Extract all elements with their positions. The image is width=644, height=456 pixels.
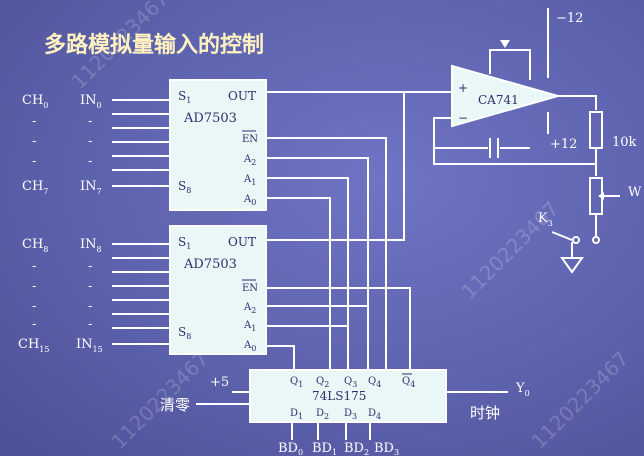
in0-label: IN0 [80, 93, 102, 110]
mux2-out: OUT [228, 235, 256, 249]
svg-text:-: - [88, 299, 92, 314]
top-input-lines [112, 99, 170, 187]
latch-name: 74LS175 [312, 389, 366, 403]
mux2-name: AD7503 [183, 257, 237, 272]
svg-text:-: - [88, 114, 92, 129]
ch7-label: CH7 [22, 179, 48, 196]
switch-label: K3 [538, 211, 553, 228]
mux1-a0: A0 [243, 194, 256, 207]
pot-label: W [628, 185, 642, 200]
mux1-en: EN [242, 134, 258, 145]
clear-label: 清零 [160, 396, 190, 414]
mux2-chip [169, 225, 267, 355]
bus-bd1: BD1 [312, 441, 337, 456]
offset-wire [489, 49, 531, 80]
latch-chip [249, 369, 447, 423]
svg-text:-: - [32, 134, 36, 149]
opamp-output [558, 95, 597, 110]
bus-bd3: BD3 [374, 441, 399, 456]
bottom-dots: - - - - - - - - [32, 259, 92, 332]
bus-bd0: BD0 [278, 441, 303, 456]
opamp-plus: + [458, 81, 468, 95]
mux1-name: AD7503 [183, 111, 237, 126]
svg-text:-: - [32, 114, 36, 129]
pos-supply-label: +12 [550, 137, 577, 152]
mux2-s1: S1 [178, 235, 191, 251]
slide-title: 多路模拟量输入的控制 [44, 32, 264, 58]
opamp-symbol [451, 64, 562, 128]
ground-symbol [560, 257, 584, 274]
mux2-a2: A2 [243, 302, 256, 315]
watermark: 1120223467 [527, 347, 634, 454]
mux1-s8: S8 [178, 179, 191, 195]
svg-text:-: - [88, 154, 92, 169]
svg-text:-: - [88, 259, 92, 274]
svg-text:-: - [32, 279, 36, 294]
resistor-10k [589, 111, 603, 149]
opamp-name: CA741 [478, 93, 519, 107]
mux2-a0: A0 [243, 340, 256, 353]
mux1-out: OUT [228, 89, 256, 103]
control-wires [266, 137, 411, 370]
mux1-chip [169, 79, 267, 211]
ch15-label: CH15 [18, 337, 49, 354]
switch-k3 [551, 231, 573, 241]
mux-output-wires [266, 91, 452, 241]
feedback-wire [433, 117, 488, 149]
in8-label: IN8 [80, 237, 102, 254]
in15-label: IN15 [76, 337, 103, 354]
ch8-label: CH8 [22, 237, 48, 254]
svg-text:-: - [32, 317, 36, 332]
bus-lines [291, 422, 371, 440]
svg-text:-: - [32, 259, 36, 274]
svg-text:-: - [32, 299, 36, 314]
latch-q4: Q4 [368, 376, 381, 389]
top-dots: - - - - - - [32, 114, 92, 169]
mux1-a2: A2 [243, 154, 256, 167]
mux2-a1: A1 [243, 320, 256, 333]
latch-d4: D4 [368, 408, 381, 421]
svg-text:-: - [88, 134, 92, 149]
bottom-input-lines [112, 243, 170, 345]
vcc-label: +5 [210, 375, 229, 390]
latch-d3: D3 [344, 408, 357, 421]
bus-bd2: BD2 [344, 441, 369, 456]
neg-supply-label: −12 [556, 11, 583, 26]
latch-d1: D1 [290, 408, 303, 421]
latch-q2: Q2 [316, 376, 329, 389]
ch0-label: CH0 [22, 93, 48, 110]
mux2-en: EN [242, 283, 258, 294]
svg-text:-: - [88, 279, 92, 294]
in7-label: IN7 [80, 179, 102, 196]
latch-q3: Q3 [344, 376, 357, 389]
clock-signal: Y0 [515, 381, 530, 398]
mux1-a1: A1 [243, 174, 256, 187]
mux2-s8: S8 [178, 325, 191, 341]
clock-label: 时钟 [470, 404, 500, 422]
mux1-s1: S1 [178, 89, 191, 105]
svg-text:-: - [88, 317, 92, 332]
opamp-minus: − [458, 111, 468, 125]
latch-q1: Q1 [290, 376, 303, 389]
latch-q4-bar: Q4 [402, 376, 415, 389]
resistor-label: 10k [612, 135, 637, 150]
latch-d2: D2 [316, 408, 329, 421]
svg-text:-: - [32, 154, 36, 169]
